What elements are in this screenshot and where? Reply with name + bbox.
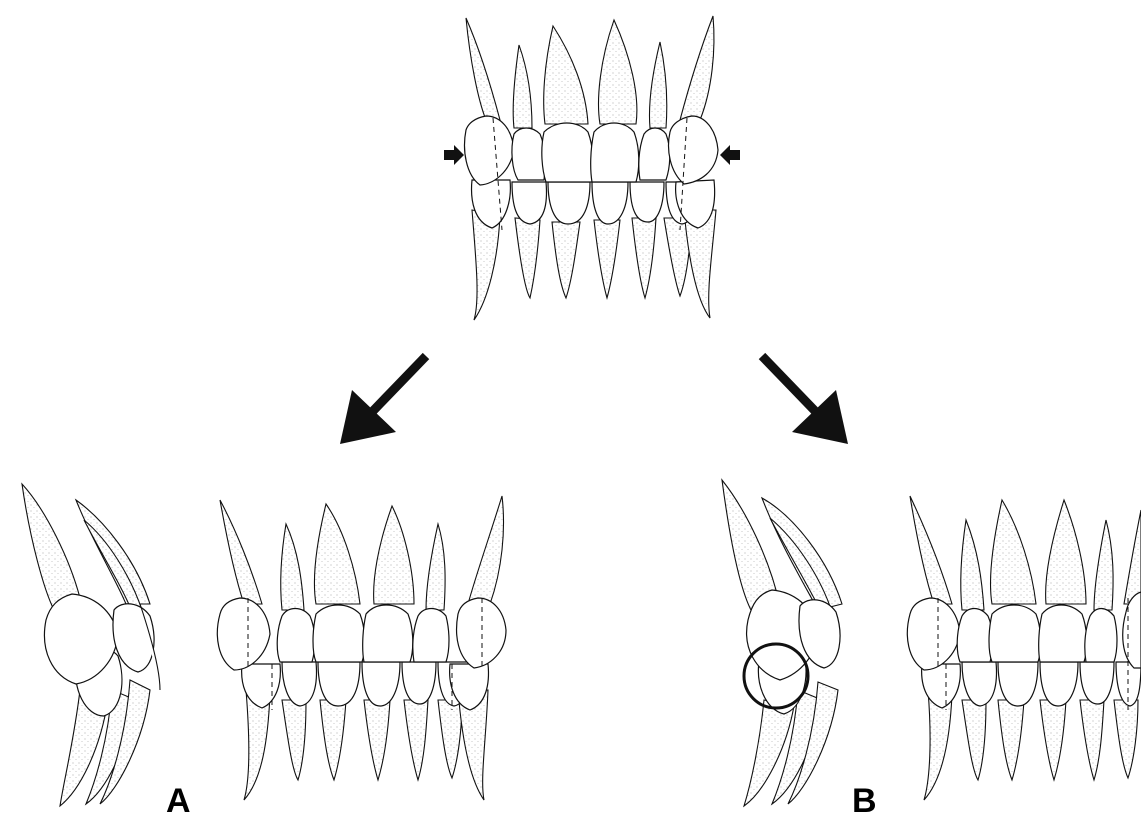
upper-central-right-crown <box>542 123 593 182</box>
panel-a-lower-central-right-root <box>364 700 390 780</box>
panel-b-lower-canine-right-crown <box>922 664 961 708</box>
panel-b-lower-lateral-right-root <box>998 700 1024 780</box>
panel-b-lower-central-left-root <box>1080 700 1104 780</box>
lower-central-right-crown <box>592 182 628 224</box>
upper-central-left-crown <box>591 123 639 182</box>
panel-b-lower-premolar-right-root <box>962 700 986 780</box>
upper-canine-right-crown <box>465 116 514 185</box>
panel-a-upper-canine-right-root <box>220 500 262 604</box>
panel-a-upper-lateral-right-root <box>281 524 304 610</box>
top-dentition <box>444 16 740 320</box>
lower-central-left-crown <box>630 182 664 222</box>
panel-a-label: A <box>166 782 191 817</box>
upper-central-left-root <box>599 20 637 124</box>
upper-canine-right-root <box>466 18 500 120</box>
panel-b-upper-central-left-root <box>1046 500 1086 604</box>
panel-a-upper-central-right-root <box>314 504 360 604</box>
panel-b-upper-canine-right-crown <box>907 598 960 670</box>
lower-lateral-right-root <box>552 222 580 298</box>
upper-lateral-right-root <box>513 45 532 128</box>
panel-a-upper-central-left-crown <box>363 605 413 662</box>
panel-a-lower-central-left-crown <box>402 662 436 704</box>
panel-a-upper-central-right-crown <box>313 605 365 662</box>
panel-b-upper-central-left-crown <box>1039 605 1087 662</box>
panel-a-upper-lateral-right-crown <box>277 609 315 663</box>
panel-b-upper-canine-left-root <box>1124 510 1141 604</box>
panel-a-lower-central-left-root <box>404 700 428 780</box>
panel-a: A <box>22 484 506 817</box>
upper-canine-left-crown <box>669 116 718 184</box>
panel-b-upper-lateral-right-crown <box>957 609 993 663</box>
arrow-to-panel-a <box>340 356 426 444</box>
panel-b-upper-central-right-crown <box>989 605 1041 662</box>
panel-a-lower-premolar-right-crown <box>282 662 316 706</box>
upper-canine-left-root <box>680 16 714 120</box>
panel-a-upper-canine-right-crown <box>217 598 270 670</box>
lower-central-left-root <box>632 218 656 298</box>
panel-b-lateral-view <box>722 480 842 806</box>
panel-b-frontal-view <box>907 496 1141 800</box>
panel-b-lower-central-left-crown <box>1080 662 1114 704</box>
panel-a-lower-lateral-right-crown <box>318 662 360 706</box>
panel-b-upper-central-right-root <box>990 500 1036 604</box>
panel-b-lower-central-right-root <box>1040 700 1066 780</box>
panel-a-upper-central-left-root <box>374 506 414 604</box>
panel-b-lower-premolar-left-root <box>1114 700 1138 778</box>
upper-lateral-left-root <box>649 42 666 128</box>
lower-central-right-root <box>594 220 620 298</box>
panel-a-lower-premolar-right-root <box>282 700 306 780</box>
panel-a-upper-lateral-left-root <box>426 524 445 610</box>
panel-a-lower-central-right-crown <box>362 662 400 706</box>
panel-a-lateral-upper-canine-root <box>22 484 80 610</box>
panel-a-upper-lateral-left-crown <box>413 609 449 663</box>
panel-b-label: B <box>852 782 877 817</box>
panel-b-upper-lateral-right-root <box>961 520 984 610</box>
panel-a-lower-premolar-left-root <box>438 700 462 778</box>
upper-lateral-right-crown <box>512 128 545 180</box>
lower-lateral-right-crown <box>548 182 590 224</box>
panel-a-lower-canine-right-root <box>244 690 270 800</box>
panel-b-lower-central-right-crown <box>1040 662 1078 706</box>
panel-b-upper-canine-right-root <box>910 496 952 604</box>
panel-b-lower-lateral-right-crown <box>998 662 1038 706</box>
panel-a-lateral-view <box>22 484 160 806</box>
arrow-to-panel-b <box>762 356 848 444</box>
panel-b: B <box>722 480 1141 817</box>
left-small-arrow-icon <box>720 145 740 165</box>
panel-b-lower-premolar-right-crown <box>962 662 996 706</box>
panel-a-upper-canine-left-root <box>468 496 504 604</box>
panel-a-lower-lateral-right-root <box>320 700 346 780</box>
right-small-arrow-icon <box>444 145 464 165</box>
panel-a-upper-canine-left-crown <box>457 598 506 668</box>
panel-b-upper-lateral-left-root <box>1094 520 1113 610</box>
panel-b-upper-lateral-left-crown <box>1085 609 1117 663</box>
panel-a-frontal-view <box>217 496 506 800</box>
lower-premolar-right-root <box>515 218 540 298</box>
upper-lateral-left-crown <box>639 128 670 180</box>
upper-central-right-root <box>544 26 588 124</box>
